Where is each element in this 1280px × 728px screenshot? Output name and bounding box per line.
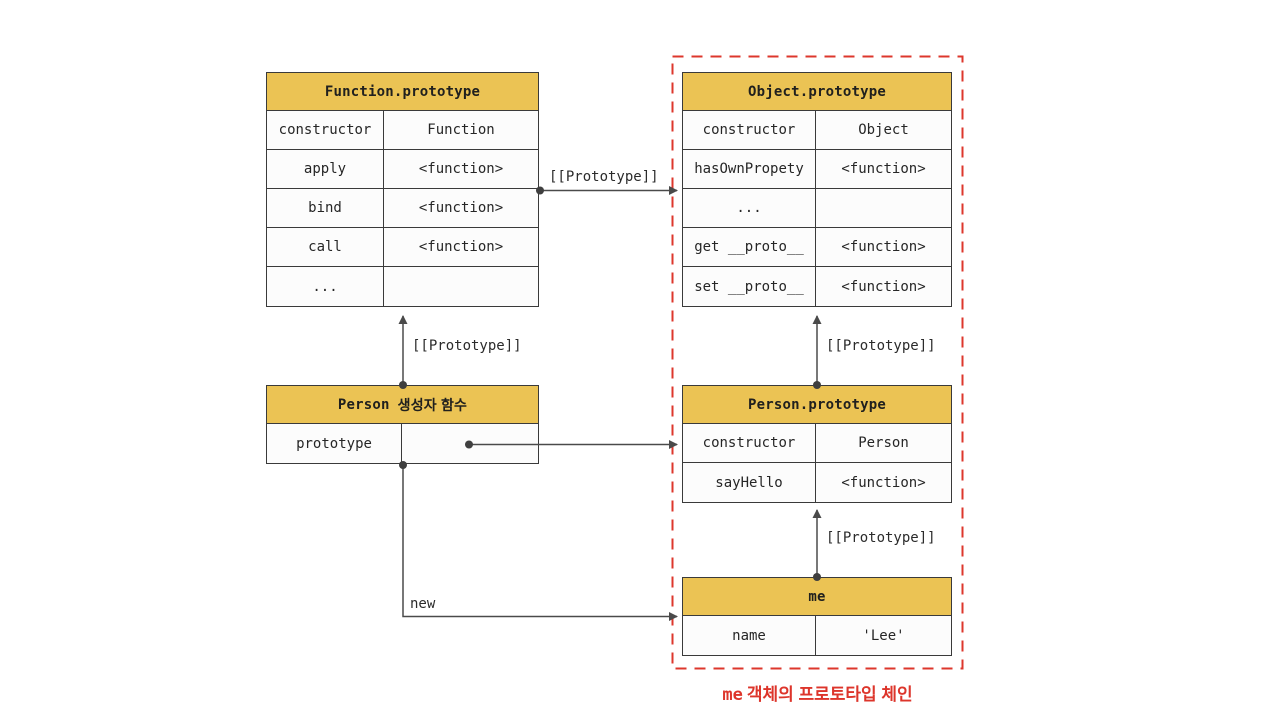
table-row: prototype <box>267 424 538 463</box>
property-key-cell: prototype <box>267 424 402 463</box>
property-value-cell: <function> <box>841 474 926 491</box>
person-constructor-title-suffix: 생성자 함수 <box>397 396 468 413</box>
property-key-cell: set __proto__ <box>683 267 816 306</box>
property-key-cell: ... <box>267 267 384 306</box>
person-prototype-table: Person.prototype constructor Person sayH… <box>682 385 952 503</box>
prototype-link-label: [[Prototype]] <box>549 169 659 185</box>
property-key-cell: constructor <box>267 111 384 149</box>
property-key-cell: get __proto__ <box>683 228 816 266</box>
property-value-cell: <function> <box>418 239 504 255</box>
prototype-link-label: [[Prototype]] <box>826 338 936 354</box>
property-value-cell: <function> <box>418 200 504 216</box>
property-value-cell: Person <box>858 435 909 451</box>
property-value-cell: <function> <box>841 161 926 177</box>
person-constructor-table: Person 생성자 함수 prototype <box>266 385 539 464</box>
property-value-cell <box>384 267 538 306</box>
property-key-cell: name <box>683 616 816 655</box>
table-row: sayHello <function> <box>683 463 951 502</box>
table-row: call <function> <box>267 228 538 267</box>
property-value-cell <box>402 424 538 463</box>
object-prototype-table: Object.prototype constructor Object hasO… <box>682 72 952 307</box>
function-prototype-table: Function.prototype constructor Function … <box>266 72 539 307</box>
property-key-cell: call <box>267 228 384 266</box>
property-value-cell: Object <box>858 122 909 138</box>
property-value-cell: <function> <box>841 239 926 255</box>
table-row: constructor Function <box>267 111 538 150</box>
property-value-cell: 'Lee' <box>862 627 905 644</box>
table-row: name 'Lee' <box>683 616 951 655</box>
property-key-cell: apply <box>267 150 384 188</box>
table-row: apply <function> <box>267 150 538 189</box>
prototype-link-label: [[Prototype]] <box>412 338 522 354</box>
arrow-new-person-to-me <box>402 465 678 621</box>
person-constructor-title-code: Person <box>337 396 390 413</box>
property-key-cell: sayHello <box>683 463 816 502</box>
table-row: ... <box>683 189 951 228</box>
property-key-cell: ... <box>683 189 816 227</box>
table-row: ... <box>267 267 538 306</box>
table-row: get __proto__ <function> <box>683 228 951 267</box>
property-value-cell <box>816 189 951 227</box>
me-title: me <box>683 578 951 616</box>
table-row: set __proto__ <function> <box>683 267 951 306</box>
property-key-cell: hasOwnPropety <box>683 150 816 188</box>
chain-caption-code: me <box>722 685 743 705</box>
table-row: constructor Person <box>683 424 951 463</box>
person-prototype-title: Person.prototype <box>683 386 951 424</box>
property-key-cell: bind <box>267 189 384 227</box>
table-row: bind <function> <box>267 189 538 228</box>
new-operator-label: new <box>410 596 436 612</box>
function-prototype-title: Function.prototype <box>267 73 538 111</box>
property-value-cell: Function <box>427 122 495 138</box>
object-prototype-title: Object.prototype <box>683 73 951 111</box>
prototype-link-label: [[Prototype]] <box>826 530 936 546</box>
me-table: me name 'Lee' <box>682 577 952 656</box>
person-constructor-title: Person 생성자 함수 <box>267 386 538 424</box>
property-value-cell: <function> <box>841 278 926 295</box>
table-row: hasOwnPropety <function> <box>683 150 951 189</box>
property-key-cell: constructor <box>683 111 816 149</box>
property-value-cell: <function> <box>418 161 504 177</box>
property-key-cell: constructor <box>683 424 816 462</box>
table-row: constructor Object <box>683 111 951 150</box>
chain-caption-text: 객체의 프로토타입 체인 <box>746 685 913 704</box>
